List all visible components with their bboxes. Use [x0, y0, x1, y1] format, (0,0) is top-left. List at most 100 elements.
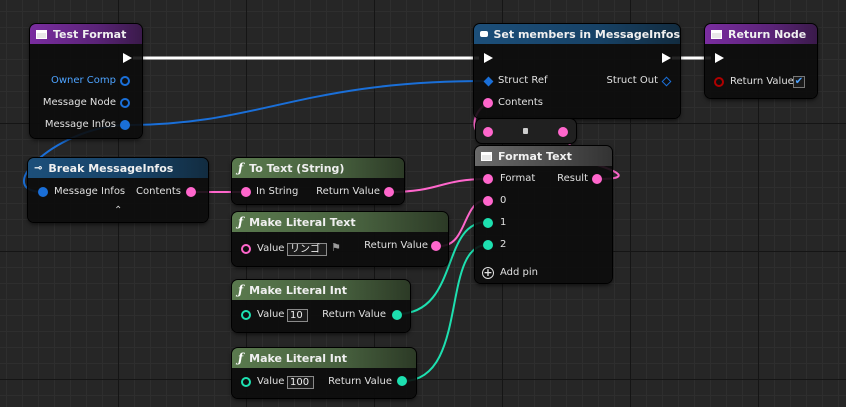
function-icon: ƒ: [238, 351, 244, 365]
pin-label-return-value: Return Value: [328, 376, 392, 387]
function-return-icon: [711, 29, 722, 39]
pin-label-contents: Contents: [136, 186, 181, 197]
node-header: Return Node: [705, 24, 817, 44]
in-string-pin[interactable]: [241, 187, 251, 197]
struct-out-pin[interactable]: [661, 76, 672, 87]
node-title: Return Node: [728, 27, 807, 41]
node-header: ƒ Make Literal Text: [232, 212, 448, 232]
localize-flag-icon[interactable]: ⚑: [331, 241, 341, 254]
return-value-pin[interactable]: [397, 376, 407, 386]
function-entry-icon: [36, 29, 47, 39]
node-header: ƒ Make Literal Int: [232, 280, 410, 300]
node-header: Set members in MessageInfos: [474, 24, 680, 44]
pin-label-contents: Contents: [498, 97, 543, 108]
pin-label-format: Format: [500, 173, 536, 184]
pin-label-struct-ref: Struct Ref: [498, 75, 548, 86]
result-pin[interactable]: [592, 174, 602, 184]
node-title: Format Text: [498, 149, 572, 163]
node-return[interactable]: Return Node Return Value ✔: [705, 24, 817, 98]
add-pin-icon[interactable]: +: [482, 266, 494, 279]
function-icon: ƒ: [238, 215, 244, 229]
node-header: Format Text: [475, 146, 612, 166]
struct-wire-ref: [127, 80, 487, 126]
node-title: Test Format: [53, 27, 127, 41]
value-pin[interactable]: [241, 244, 251, 254]
add-pin-label[interactable]: Add pin: [500, 267, 539, 278]
node-format-text[interactable]: Format Text Format Result 0 1 2 + Add pi…: [475, 146, 612, 283]
pin-label-return-value: Return Value: [316, 186, 380, 197]
arg0-pin[interactable]: [483, 196, 493, 206]
format-pin[interactable]: [483, 174, 493, 184]
reroute-in-pin[interactable]: [483, 127, 493, 137]
arg2-pin[interactable]: [483, 240, 493, 250]
reroute-center-dot: [523, 128, 528, 134]
pin-label-message-infos: Message Infos: [54, 186, 126, 197]
pin-label-return-value: Return Value: [322, 309, 386, 320]
node-title: Make Literal Int: [249, 351, 347, 365]
contents-pin[interactable]: [483, 98, 493, 108]
exec-out-pin[interactable]: [662, 53, 671, 63]
message-infos-pin[interactable]: [120, 120, 130, 130]
message-infos-in-pin[interactable]: [38, 187, 48, 197]
value-pin[interactable]: [241, 310, 251, 320]
value-int-input[interactable]: 10: [287, 309, 308, 322]
node-make-literal-text[interactable]: ƒ Make Literal Text Value リンゴ ⚑ Return V…: [232, 212, 448, 266]
set-members-icon: [480, 31, 488, 37]
pin-label-struct-out: Struct Out: [606, 75, 658, 86]
node-to-text[interactable]: ƒ To Text (String) In String Return Valu…: [232, 158, 404, 204]
format-text-icon: [481, 151, 492, 161]
node-title: Break MessageInfos: [48, 161, 174, 175]
break-icon: ⊸: [34, 162, 43, 174]
owner-comp-pin[interactable]: [120, 76, 130, 86]
node-header: ⊸ Break MessageInfos: [28, 158, 208, 178]
value-text-input[interactable]: リンゴ: [287, 243, 327, 256]
node-header: ƒ Make Literal Int: [232, 348, 416, 368]
node-reroute-collapsed[interactable]: [476, 119, 576, 143]
pin-label-result: Result: [557, 173, 588, 184]
pin-label-message-node: Message Node: [42, 97, 116, 108]
pin-label-message-infos: Message Infos: [44, 119, 116, 130]
struct-ref-pin[interactable]: [483, 76, 494, 87]
exec-out-pin[interactable]: [123, 53, 132, 63]
arg1-pin[interactable]: [483, 218, 493, 228]
node-title: Make Literal Int: [249, 283, 347, 297]
node-title: Set members in MessageInfos: [493, 27, 681, 41]
exec-in-pin[interactable]: [484, 53, 493, 63]
message-node-pin[interactable]: [120, 98, 130, 108]
int-wire-10: [396, 221, 488, 315]
pin-label-in-string: In String: [256, 186, 299, 197]
node-header: ƒ To Text (String): [232, 158, 404, 178]
node-test-format[interactable]: Test Format Owner Comp Message Node Mess…: [30, 24, 142, 138]
node-header: Test Format: [30, 24, 142, 44]
pin-label-return-value: Return Value: [730, 76, 794, 87]
return-value-pin[interactable]: [392, 310, 402, 320]
node-make-literal-int-10[interactable]: ƒ Make Literal Int Value 10 Return Value: [232, 280, 410, 332]
string-wire-tostring: [389, 178, 488, 193]
value-pin[interactable]: [241, 377, 251, 387]
return-value-checkbox[interactable]: ✔: [793, 76, 805, 88]
function-icon: ƒ: [238, 283, 244, 297]
return-value-pin[interactable]: [384, 187, 394, 197]
pin-label-value: Value: [257, 309, 285, 320]
pin-label-arg2: 2: [500, 239, 507, 250]
int-wire-100: [402, 244, 488, 382]
pin-label-owner-comp: Owner Comp: [50, 75, 116, 86]
node-set-members[interactable]: Set members in MessageInfos Struct Ref S…: [474, 24, 680, 118]
return-value-pin[interactable]: [714, 77, 724, 87]
pin-label-arg0: 0: [500, 195, 507, 206]
expand-chevron-icon[interactable]: ⌃: [114, 205, 123, 216]
reroute-out-pin[interactable]: [558, 127, 568, 137]
node-make-literal-int-100[interactable]: ƒ Make Literal Int Value 100 Return Valu…: [232, 348, 416, 398]
function-icon: ƒ: [238, 161, 244, 175]
node-title: Make Literal Text: [249, 215, 356, 229]
pin-label-value: Value: [257, 243, 285, 254]
pin-label-return-value: Return Value: [364, 240, 428, 251]
node-break-message-infos[interactable]: ⊸ Break MessageInfos Message Infos Conte…: [28, 158, 208, 222]
contents-out-pin[interactable]: [186, 187, 196, 197]
return-value-pin[interactable]: [431, 241, 441, 251]
node-title: To Text (String): [249, 161, 345, 175]
pin-label-value: Value: [257, 376, 285, 387]
exec-in-pin[interactable]: [715, 53, 724, 63]
value-int-input[interactable]: 100: [287, 376, 314, 389]
pin-label-arg1: 1: [500, 217, 507, 228]
